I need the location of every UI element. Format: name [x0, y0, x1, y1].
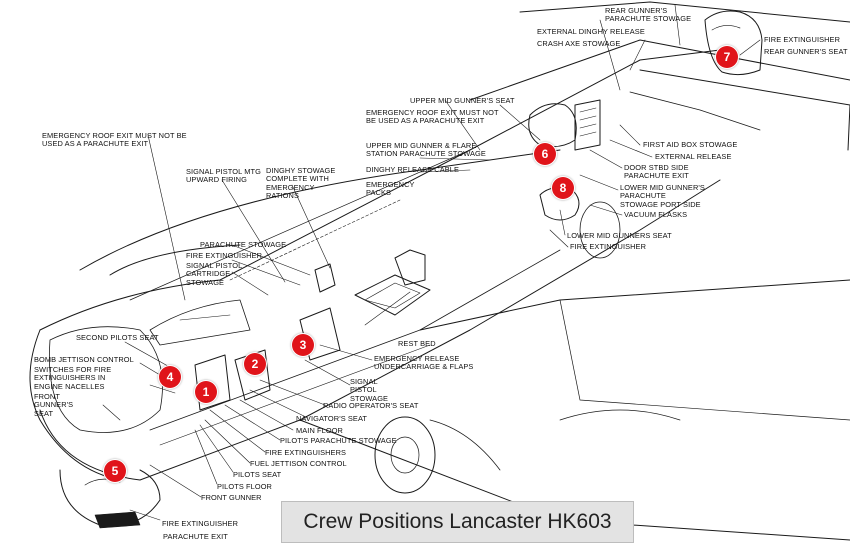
crew-marker-8: 8: [552, 177, 574, 199]
label-rest-bed: REST BED: [398, 339, 436, 348]
label-emergency-roof-exit-front: EMERGENCY ROOF EXIT MUST NOT BE USED AS …: [42, 131, 187, 149]
label-second-pilots-seat: SECOND PILOTS SEAT: [76, 333, 159, 342]
label-upper-mid-gunners-seat: UPPER MID GUNNER'S SEAT: [410, 96, 515, 105]
label-main-floor: MAIN FLOOR: [296, 426, 343, 435]
crew-marker-7: 7: [716, 46, 738, 68]
label-dinghy-stowage: DINGHY STOWAGE COMPLETE WITH EMERGENCY R…: [266, 166, 336, 201]
caption-box: Crew Positions Lancaster HK603: [281, 501, 634, 543]
label-signal-pistol-stowage: SIGNAL PISTOL STOWAGE: [350, 377, 389, 403]
crew-marker-5: 5: [104, 460, 126, 482]
label-vacuum-flasks: VACUUM FLASKS: [624, 210, 688, 219]
label-fire-extinguishers: FIRE EXTINGUISHERS: [265, 448, 347, 457]
label-bomb-jettison-control: BOMB JETTISON CONTROL: [34, 355, 134, 364]
label-fire-extinguisher-front: FIRE EXTINGUISHER: [186, 251, 263, 260]
label-emergency-roof-exit-mid: EMERGENCY ROOF EXIT MUST NOT BE USED AS …: [366, 108, 499, 126]
label-rear-gunners-seat: REAR GUNNER'S SEAT: [764, 47, 848, 56]
label-signal-pistol-cartridge: SIGNAL PISTOL CARTRIDGE STOWAGE: [186, 261, 243, 287]
label-fire-extinguisher-rear: FIRE EXTINGUISHER: [764, 35, 841, 44]
crew-marker-2: 2: [244, 353, 266, 375]
label-emergency-packs: EMERGENCY PACKS: [366, 180, 415, 198]
label-lower-mid-gunners-seat: LOWER MID GUNNERS SEAT: [567, 231, 672, 240]
label-rear-gunners-parachute: REAR GUNNER'S PARACHUTE STOWAGE: [605, 6, 692, 24]
label-pilots-seat: PILOTS SEAT: [233, 470, 282, 479]
label-radio-operators-seat: RADIO OPERATOR'S SEAT: [323, 401, 419, 410]
label-dinghy-release-cable: DINGHY RELEASE CABLE: [366, 165, 460, 174]
label-upper-mid-gunner-flare: UPPER MID GUNNER & FLARE STATION PARACHU…: [366, 141, 486, 159]
caption-title: Crew Positions Lancaster HK603: [303, 510, 612, 533]
label-crash-axe-stowage: CRASH AXE STOWAGE: [537, 39, 621, 48]
label-switches-fire-ext: SWITCHES FOR FIRE EXTINGUISHERS IN ENGIN…: [34, 365, 112, 391]
crew-marker-6: 6: [534, 143, 556, 165]
label-front-gunner: FRONT GUNNER: [201, 493, 262, 502]
label-pilots-parachute-stowage: PILOT'S PARACHUTE STOWAGE: [280, 436, 397, 445]
label-navigators-seat: NAVIGATOR'S SEAT: [296, 414, 368, 423]
label-external-dinghy-release: EXTERNAL DINGHY RELEASE: [537, 27, 645, 36]
label-signal-pistol-mtg: SIGNAL PISTOL MTG UPWARD FIRING: [186, 167, 261, 185]
label-external-release: EXTERNAL RELEASE: [655, 152, 732, 161]
label-lower-mid-gunners-parachute: LOWER MID GUNNER'S PARACHUTE STOWAGE POR…: [620, 183, 705, 209]
label-fire-extinguisher-mid: FIRE EXTINGUISHER: [570, 242, 647, 251]
label-emergency-release-uc: EMERGENCY RELEASE UNDERCARRIAGE & FLAPS: [374, 354, 474, 372]
crew-marker-1: 1: [195, 381, 217, 403]
label-parachute-exit: PARACHUTE EXIT: [163, 532, 228, 541]
label-fire-extinguisher-nose: FIRE EXTINGUISHER: [162, 519, 239, 528]
label-parachute-stowage: PARACHUTE STOWAGE: [200, 240, 287, 249]
label-front-gunners-seat: FRONT GUNNER'S SEAT: [34, 392, 74, 418]
label-pilots-floor: PILOTS FLOOR: [217, 482, 272, 491]
label-fuel-jettison-control: FUEL JETTISON CONTROL: [250, 459, 347, 468]
label-door-stbd-side: DOOR STBD SIDE PARACHUTE EXIT: [624, 163, 689, 181]
crew-marker-4: 4: [159, 366, 181, 388]
crew-marker-3: 3: [292, 334, 314, 356]
label-first-aid-box: FIRST AID BOX STOWAGE: [643, 140, 738, 149]
